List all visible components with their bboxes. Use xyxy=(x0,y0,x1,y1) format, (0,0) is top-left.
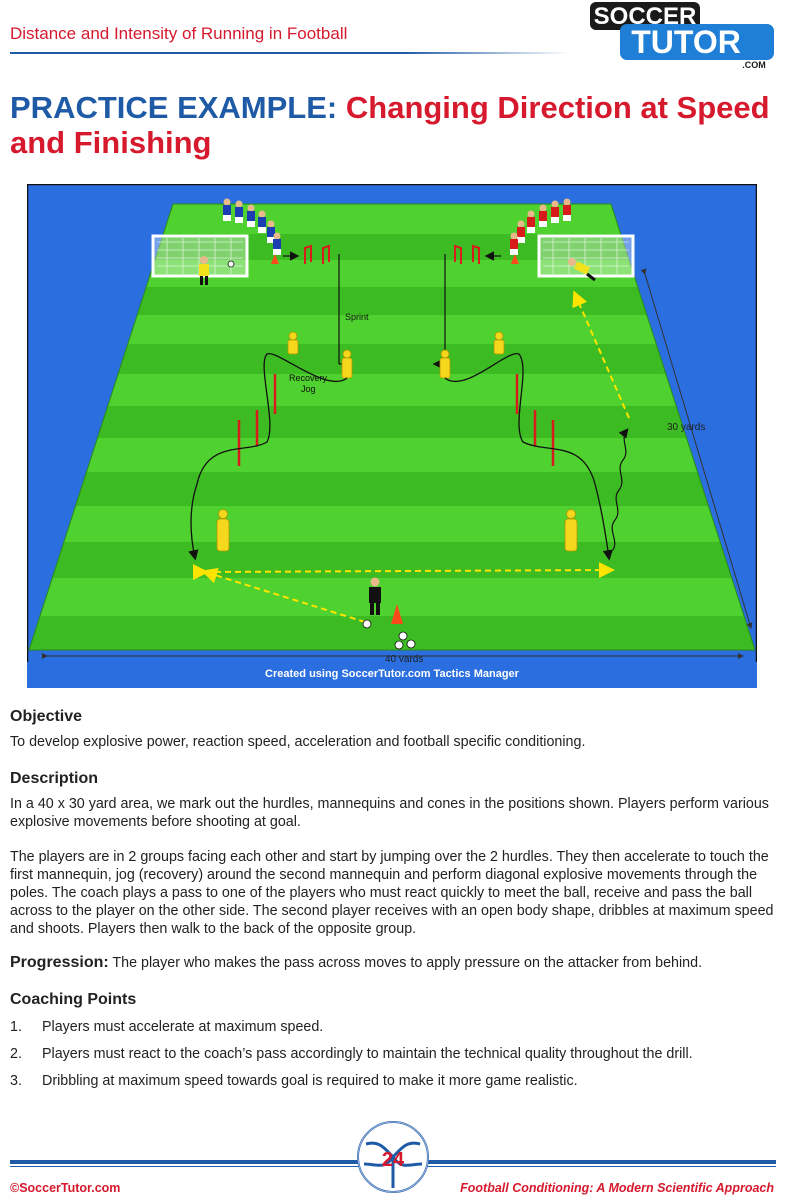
right-movement-path xyxy=(444,353,614,561)
page-title-lead: PRACTICE EXAMPLE: xyxy=(10,90,338,125)
right-goalkeeper xyxy=(568,258,596,282)
recovery-label: Recovery xyxy=(289,373,328,383)
list-text: Players must react to the coach’s pass a… xyxy=(42,1046,693,1062)
list-number: 2. xyxy=(10,1046,22,1062)
description-paragraph-1: In a 40 x 30 yard area, we mark out the … xyxy=(10,796,769,830)
page-number-ball: 24 xyxy=(357,1121,429,1193)
description-title: Description xyxy=(10,770,99,787)
footer-book-title: Football Conditioning: A Modern Scientif… xyxy=(460,1181,774,1195)
footer-site: ©SoccerTutor.com xyxy=(10,1181,121,1195)
length-label: 30 yards xyxy=(667,422,705,433)
dribble-path xyxy=(611,428,629,551)
list-item: 1. Players must accelerate at maximum spe… xyxy=(10,1018,776,1045)
objective-text: To develop explosive power, reaction spe… xyxy=(10,734,586,750)
coach-ball xyxy=(362,619,372,629)
progression-label: Progression: xyxy=(10,954,109,971)
sprint-label: Sprint xyxy=(345,312,369,322)
logo-suffix-text: .COM xyxy=(742,60,766,70)
progression-text: The player who makes the pass across mov… xyxy=(108,955,703,971)
cones xyxy=(271,254,519,624)
list-item: 2. Players must react to the coach’s pass… xyxy=(10,1045,776,1072)
coach-pass xyxy=(201,567,366,623)
logo-bottom-text: TUTOR xyxy=(631,24,741,60)
page-title-rest: Changing Direction at Speed and Finishin… xyxy=(10,90,770,160)
soccer-tutor-logo: SOCCER TUTOR .COM xyxy=(590,2,774,70)
left-goalkeeper xyxy=(199,256,209,285)
right-goal xyxy=(537,234,635,278)
red-team-group xyxy=(510,198,571,255)
diagram-credit: Created using SoccerTutor.com Tactics Ma… xyxy=(265,668,520,680)
description-paragraph-2: The players are in 2 groups facing each … xyxy=(10,849,774,937)
width-label: 40 yards xyxy=(385,654,423,665)
running-title: Distance and Intensity of Running in Foo… xyxy=(10,24,348,43)
progression: Progression: The player who makes the pa… xyxy=(10,954,776,972)
spare-balls xyxy=(394,631,416,650)
coaching-points-list: 1. Players must accelerate at maximum spe… xyxy=(10,1018,776,1099)
coaching-title: Coaching Points xyxy=(10,991,137,1008)
jog-label: Jog xyxy=(301,384,316,394)
blue-team-group xyxy=(223,198,281,255)
length-measure xyxy=(640,268,753,629)
list-number: 1. xyxy=(10,1019,22,1035)
ball xyxy=(227,260,235,268)
hurdles xyxy=(304,244,480,264)
list-number: 3. xyxy=(10,1073,22,1089)
objective-title: Objective xyxy=(10,708,83,725)
cross-pass xyxy=(192,562,615,581)
list-text: Players must accelerate at maximum speed… xyxy=(42,1019,324,1035)
left-movement-path xyxy=(188,353,348,561)
poles xyxy=(237,374,555,466)
shot-line xyxy=(572,290,630,419)
header-rule xyxy=(10,52,570,54)
coach xyxy=(369,577,381,615)
practice-diagram: 40 yards 30 yards xyxy=(27,184,757,688)
page-title: PRACTICE EXAMPLE: Changing Direction at … xyxy=(10,90,780,160)
list-item: 3. Dribbling at maximum speed towards goa… xyxy=(10,1072,776,1099)
page-number: 24 xyxy=(382,1149,405,1171)
list-text: Dribbling at maximum speed towards goal … xyxy=(42,1073,578,1089)
mannequins xyxy=(216,331,578,552)
